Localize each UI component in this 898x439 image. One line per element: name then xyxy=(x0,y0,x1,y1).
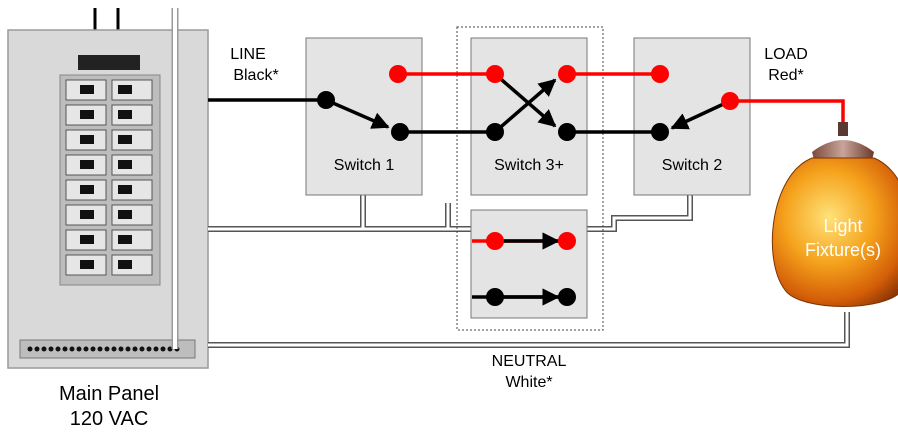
pendant-light-icon: Light Fixture(s) xyxy=(771,122,898,307)
switch-2-box: Switch 2 xyxy=(633,37,751,196)
fixture-label-bottom: Fixture(s) xyxy=(805,240,881,260)
line-color-label: Black* xyxy=(233,67,278,84)
neutral-color-label: White* xyxy=(505,374,552,391)
hot-wires xyxy=(208,98,660,134)
load-color-label: Red* xyxy=(768,67,804,84)
switch-2-contacts xyxy=(651,65,739,141)
neutral-bus-bar xyxy=(19,339,196,359)
panel-voltage-label: 120 VAC xyxy=(70,408,149,430)
traveler-wires xyxy=(397,72,845,124)
neutral-label: NEUTRAL xyxy=(492,353,567,370)
breaker-panel-icon xyxy=(7,8,209,369)
switch-1-label: Switch 1 xyxy=(334,157,395,174)
line-label: LINE xyxy=(230,46,266,63)
switch-2-label: Switch 2 xyxy=(662,157,723,174)
breaker-rows xyxy=(59,74,161,286)
switch-1-contacts xyxy=(317,65,409,141)
switch-3-label: Switch 3+ xyxy=(494,157,564,174)
load-label: LOAD xyxy=(764,46,808,63)
switch-3-alt-contacts xyxy=(472,232,576,306)
fixture-label-top: Light xyxy=(823,216,862,236)
switch-3-contacts xyxy=(486,65,576,141)
panel-label: Main Panel xyxy=(59,383,159,405)
